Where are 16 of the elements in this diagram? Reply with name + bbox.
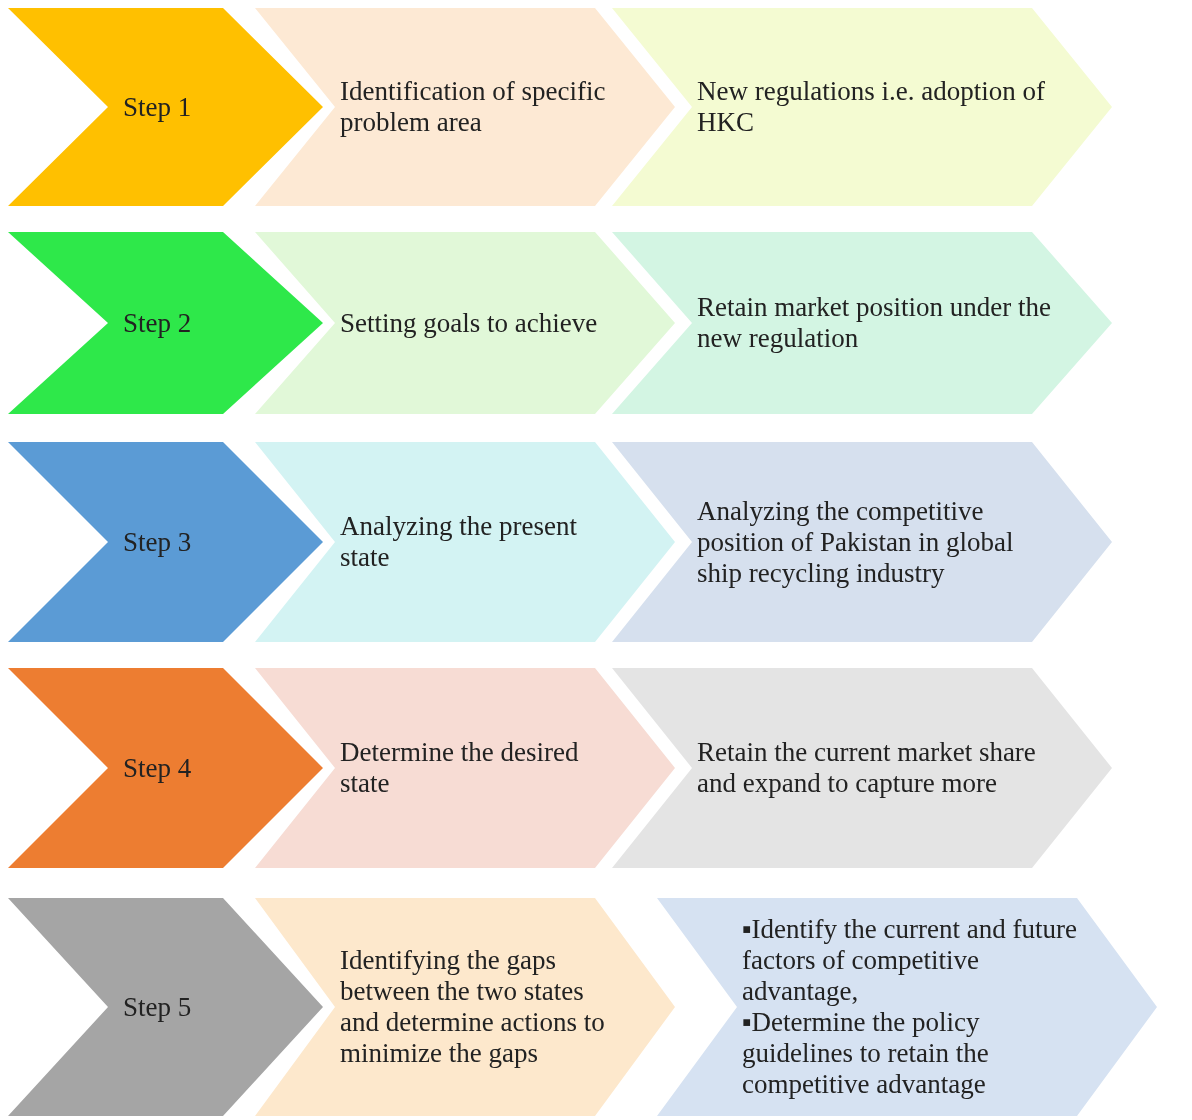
- step-label: Step 4: [123, 752, 193, 784]
- step-label: Step 2: [123, 307, 193, 339]
- step-description: Identification of specific problem area: [340, 76, 607, 138]
- step-label: Step 5: [123, 991, 193, 1023]
- step-description: Retain market position under the new regulation: [697, 292, 1052, 354]
- step-label: Step 3: [123, 526, 193, 558]
- step-label: Step 1: [123, 91, 193, 123]
- step-description: Analyzing the competitive position of Pakistan in global ship recycling industry: [697, 495, 1015, 589]
- step-description: Determine the desired state: [340, 737, 580, 799]
- step-description: Identifying the gaps between the two states and determine actions to minimize the gaps: [340, 945, 606, 1069]
- step-description: ▪Determine the policy guidelines to retain the competitive advantage: [742, 1007, 990, 1100]
- step-description: ▪Identify the current and future factors of competitive advantage,: [742, 914, 1078, 1007]
- step-description: Setting goals to achieve: [340, 307, 599, 339]
- step-description: Analyzing the present state: [340, 511, 578, 573]
- step-description: New regulations i.e. adoption of HKC: [697, 76, 1046, 138]
- step-description: Retain the current market share and expand to capture more: [697, 737, 1037, 799]
